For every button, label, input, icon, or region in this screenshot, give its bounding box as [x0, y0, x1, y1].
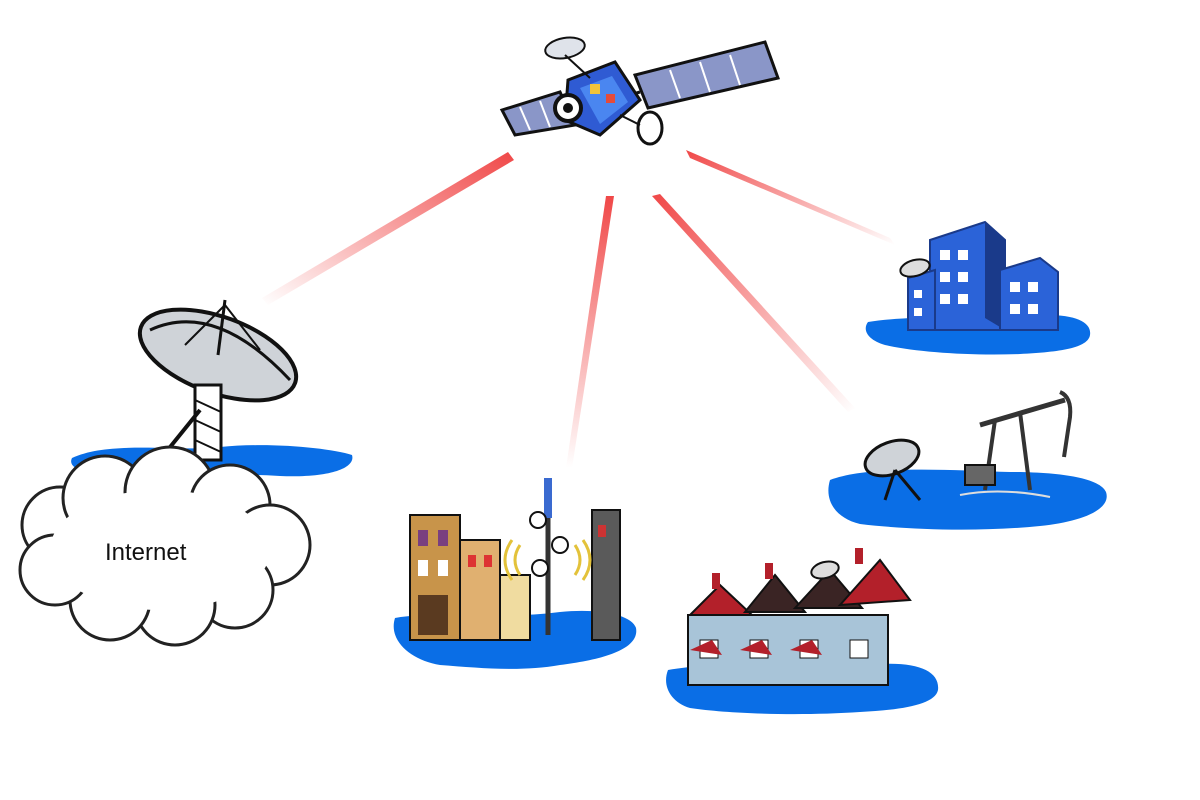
- beam-to-oil-field: [652, 194, 855, 412]
- beam-to-office: [686, 150, 895, 245]
- water-pad: [828, 469, 1107, 530]
- cell-tower-icon: [503, 478, 592, 635]
- beam-to-town-tower: [566, 196, 614, 468]
- buildings-icon: [409, 509, 621, 641]
- satellite-dish-icon: [137, 299, 299, 464]
- internet-label: Internet: [105, 539, 187, 566]
- office-building-icon: [899, 220, 1059, 331]
- satellite-dish-icon: [863, 438, 922, 501]
- cloud-icon: [18, 445, 312, 647]
- ground-station: [71, 299, 353, 477]
- office: [865, 220, 1091, 355]
- beam-to-ground-station: [262, 152, 514, 305]
- oil-pump-icon: [959, 390, 1073, 498]
- satellite-icon: [499, 36, 780, 146]
- signal-beams: [262, 150, 895, 468]
- houses-icon: [687, 548, 912, 686]
- town-with-cell-tower: [393, 478, 637, 669]
- internet-cloud: Internet: [18, 445, 312, 647]
- oil-field: [828, 390, 1107, 530]
- residential-houses: [666, 548, 939, 715]
